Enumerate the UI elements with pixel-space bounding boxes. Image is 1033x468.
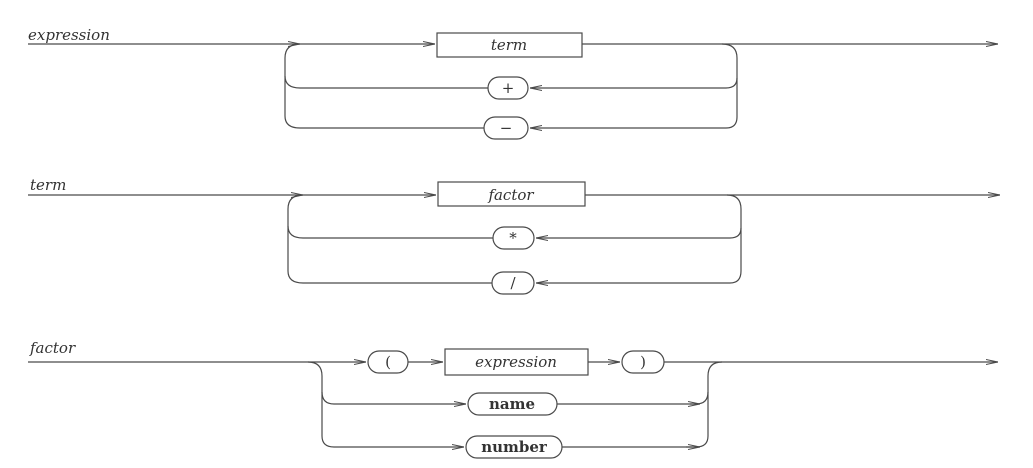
factor-rule-label: factor (29, 339, 76, 357)
expression-loop-join (284, 44, 484, 129)
expression-term-box (436, 32, 583, 58)
factor-expression-label: expression (475, 353, 557, 371)
expression-plus-label: + (502, 79, 515, 97)
expression-minus-return (530, 43, 738, 128)
factor-name-label: name (489, 395, 535, 413)
factor-expression-box (444, 348, 589, 376)
expression-term-label: term (491, 36, 527, 54)
factor-lparen-label: ( (385, 353, 391, 371)
factor-merge-rail (562, 361, 723, 448)
expression-plus-return (530, 77, 738, 88)
term-rule: term factor * / (28, 176, 1000, 295)
term-divide-return (536, 194, 742, 283)
factor-number-entry (321, 392, 464, 447)
factor-name-exit (557, 391, 709, 405)
factor-rule: factor ( expression ) name number (28, 339, 998, 459)
term-times-return (536, 227, 742, 238)
term-factor-box (437, 181, 586, 207)
factor-number-label: number (481, 438, 548, 456)
term-rule-label: term (30, 176, 66, 194)
term-times-label: * (509, 229, 517, 247)
term-times-rail (287, 225, 493, 239)
expression-minus-label: − (500, 119, 513, 137)
expression-rule-label: expression (28, 26, 110, 44)
expression-plus-rail (284, 75, 488, 89)
term-loop-join (287, 195, 492, 284)
term-divide-label: / (510, 274, 516, 292)
expression-rule: expression term + − (28, 26, 998, 140)
term-factor-label: factor (487, 186, 534, 204)
factor-rparen-label: ) (640, 353, 646, 371)
